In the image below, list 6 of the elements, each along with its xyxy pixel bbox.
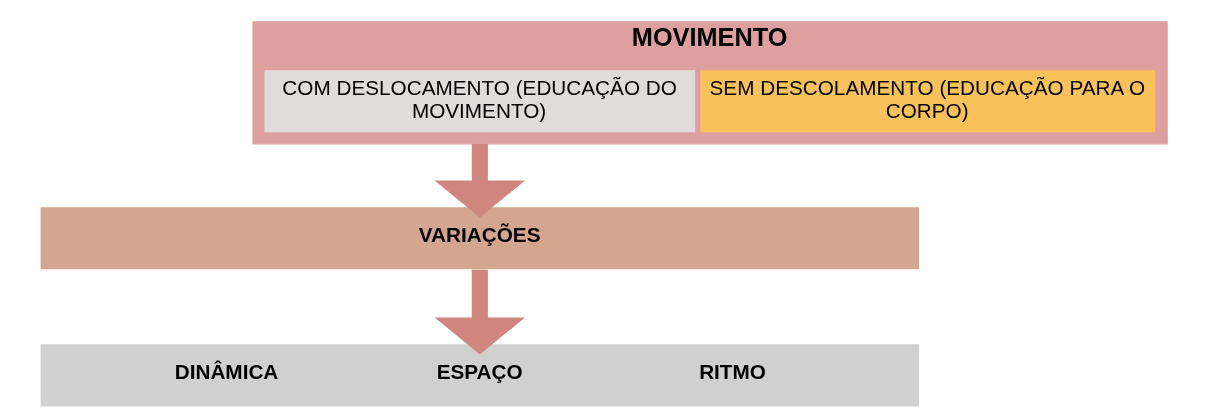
- node-box: DINÂMICA ESPAÇO RITMO: [40, 344, 919, 407]
- arrow: [434, 269, 525, 355]
- node-box: COM DESLOCAMENTO (EDUCAÇÃO DO MOVIMENTO): [264, 70, 695, 133]
- node-box: SEM DESCOLAMENTO (EDUCAÇÃO PARA O CORPO): [699, 70, 1155, 133]
- node-box: VARIAÇÕES: [40, 207, 919, 270]
- arrow: [434, 143, 525, 218]
